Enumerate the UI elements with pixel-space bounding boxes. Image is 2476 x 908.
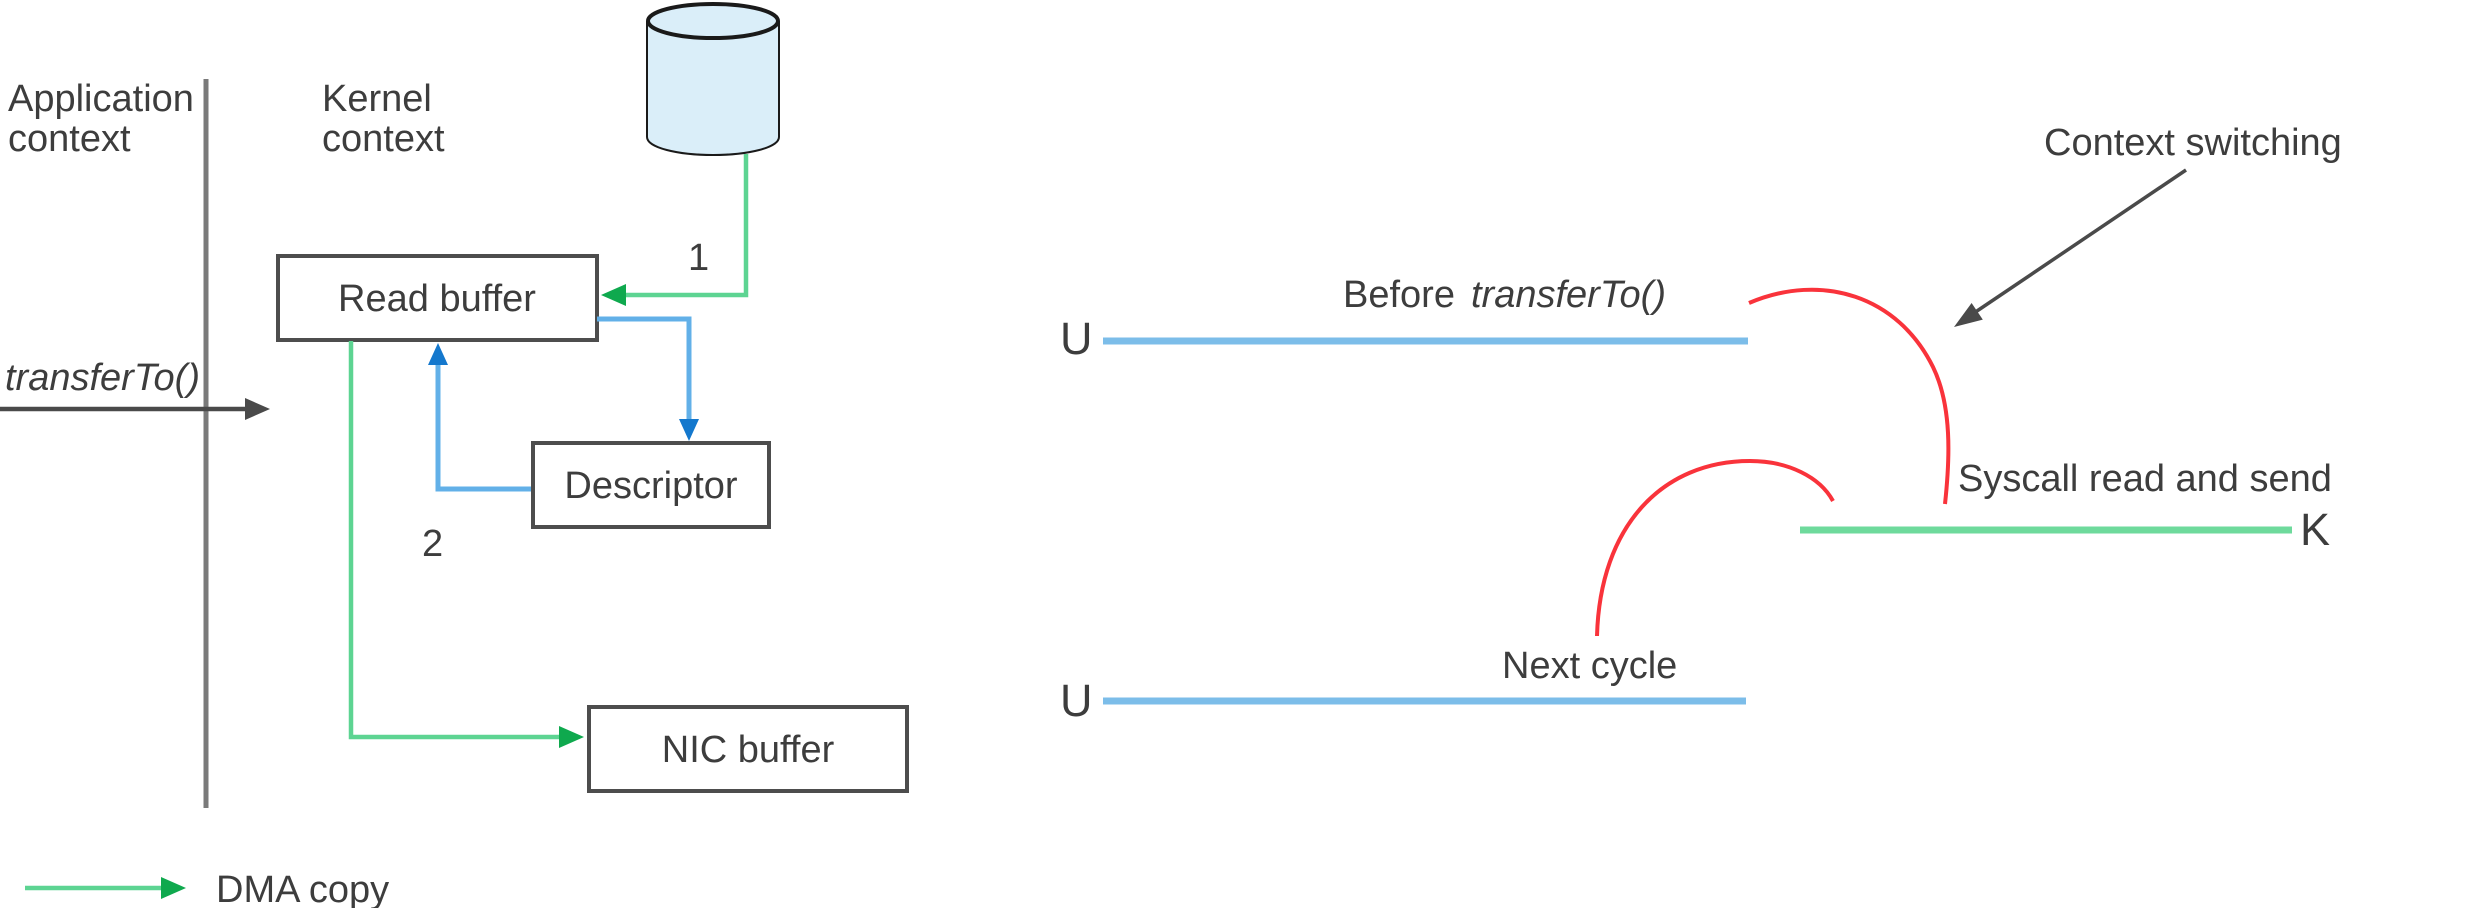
- kernel-context-label-line2: context: [322, 118, 445, 160]
- legend-dma-copy: DMA copy: [25, 869, 389, 908]
- switch-arc-user-to-kernel: [1748, 287, 1951, 505]
- descriptor-box: [531, 441, 771, 529]
- before-transferto-label-prefix: Before: [1343, 274, 1455, 316]
- arrow-read-buffer-to-descriptor-line: [597, 316, 692, 421]
- legend-dma-copy-label: DMA copy: [216, 869, 389, 908]
- context-switching-arrow-line: [1973, 168, 2187, 315]
- kernel-mode-label: K: [2300, 504, 2330, 555]
- arrow-descriptor-to-read-buffer-line: [435, 363, 533, 492]
- dma-arrow-read-buffer-to-nic: [348, 341, 584, 748]
- context-switch-timeline: Context switching Before transferTo() U …: [1060, 122, 2342, 726]
- kernel-context-label-line1: Kernel: [322, 78, 432, 120]
- context-switching-arrowhead-icon: [1954, 303, 1983, 327]
- before-transferto-label-func: transferTo(): [1471, 274, 1666, 316]
- disk-icon: [646, 2, 780, 156]
- application-context-label-line2: context: [8, 118, 131, 160]
- read-buffer-box: [276, 254, 599, 342]
- application-context-label-line1: Application: [8, 78, 194, 120]
- arrow-descriptor-to-read-buffer: [428, 343, 533, 492]
- transferto-call-label: transferTo(): [5, 357, 200, 399]
- nic-buffer-box: [587, 705, 909, 793]
- user-mode-label-bottom: U: [1060, 675, 1093, 726]
- next-cycle-label: Next cycle: [1502, 645, 1677, 687]
- arrow-read-buffer-to-descriptor: [597, 316, 699, 441]
- read-buffer-label: Read buffer: [338, 278, 536, 320]
- nic-buffer-label: NIC buffer: [662, 729, 835, 771]
- dma-arrow-nic-line: [348, 341, 562, 740]
- zero-copy-flow-diagram: Application context Kernel context 1 Rea…: [0, 2, 909, 908]
- transferto-call-arrow: [0, 398, 270, 420]
- dma-arrow-nic-arrowhead-icon: [559, 726, 584, 748]
- disk-body-fill: [648, 4, 778, 154]
- syscall-read-and-send-label: Syscall read and send: [1958, 458, 2332, 500]
- dma-arrow-disk-line: [624, 154, 749, 298]
- legend-dma-arrowhead-icon: [161, 877, 186, 899]
- step-2-label: 2: [422, 523, 443, 565]
- transferto-call-arrowhead-icon: [245, 398, 270, 420]
- context-switching-label: Context switching: [2044, 122, 2342, 164]
- disk-top-ellipse: [646, 2, 780, 40]
- arrow-read-buffer-to-descriptor-arrowhead-icon: [679, 419, 699, 441]
- step-1-label: 1: [688, 237, 709, 279]
- dma-arrow-disk-to-read-buffer: [601, 154, 749, 306]
- dma-arrow-disk-arrowhead-icon: [601, 284, 626, 306]
- context-switching-arrow: [1954, 168, 2187, 327]
- switch-arc-kernel-to-user: [1595, 458, 1835, 637]
- descriptor-label: Descriptor: [564, 465, 737, 507]
- user-mode-label-top: U: [1060, 313, 1093, 364]
- arrow-descriptor-to-read-buffer-arrowhead-icon: [428, 343, 448, 365]
